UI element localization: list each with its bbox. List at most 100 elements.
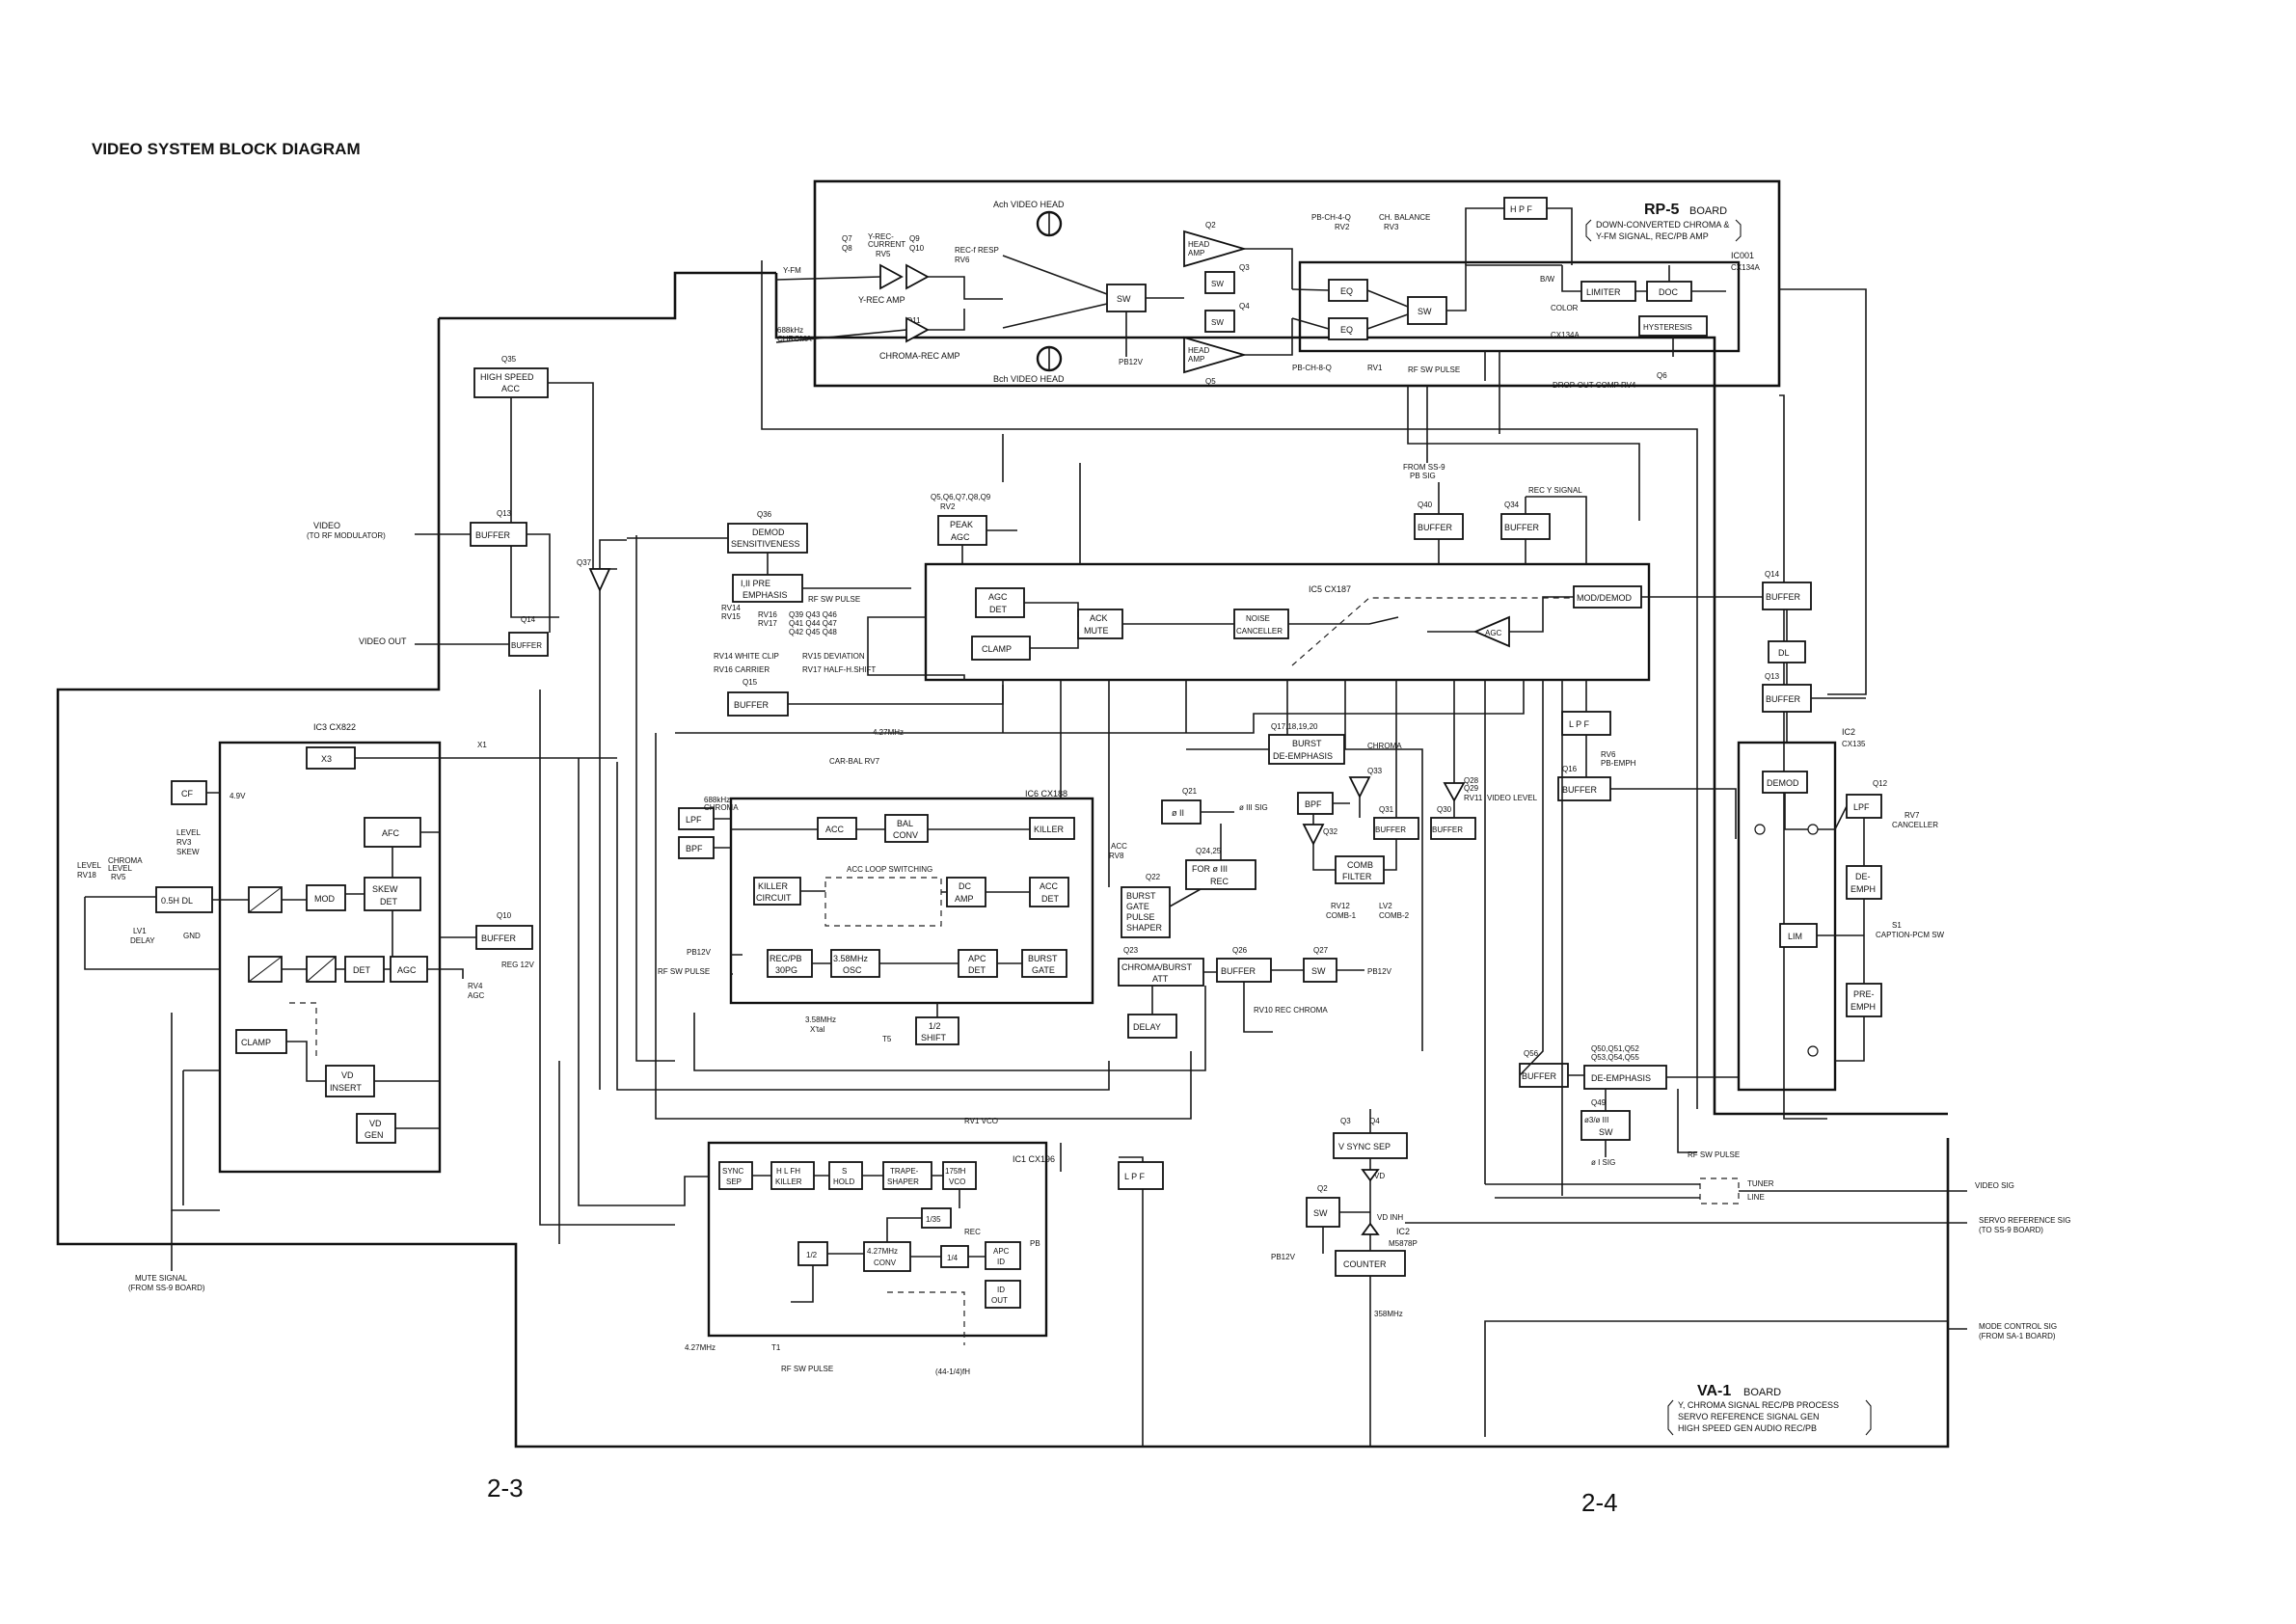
svg-text:OUT: OUT [991, 1296, 1008, 1305]
svg-text:CONV: CONV [874, 1259, 897, 1267]
svg-text:688kHz: 688kHz [704, 796, 730, 804]
buffer-q40 [1414, 513, 1464, 540]
svg-text:LPF: LPF [686, 815, 702, 825]
svg-text:RV6: RV6 [955, 256, 970, 264]
ic5-section: Q36 DEMOD SENSITIVENESS I,II PRE EMPHASI… [627, 463, 1651, 717]
svg-text:RV15: RV15 [721, 612, 741, 621]
svg-text:BURST: BURST [1028, 954, 1058, 963]
svg-text:PB: PB [1030, 1239, 1040, 1248]
output-section: Q35 HIGH SPEED ACC Q13 BUFFER VIDEO (TO … [307, 355, 627, 1090]
svg-text:3.58MHz: 3.58MHz [833, 954, 869, 963]
svg-text:OSC: OSC [843, 965, 862, 975]
svg-text:RV17: RV17 [758, 619, 777, 628]
sync-section: Q56 BUFFER Q50,Q51,Q52 Q53,Q54,Q55 DE-EM… [1271, 1044, 2070, 1447]
svg-text:RV3: RV3 [1384, 223, 1399, 231]
svg-text:ACC: ACC [825, 825, 845, 834]
svg-text:GATE: GATE [1126, 902, 1149, 911]
svg-text:RV7: RV7 [1904, 811, 1920, 820]
svg-text:CONV: CONV [893, 830, 918, 840]
svg-text:Y-FM: Y-FM [783, 266, 801, 275]
svg-text:AGC: AGC [988, 592, 1008, 602]
svg-text:KILLER: KILLER [775, 1177, 802, 1186]
svg-text:3.58MHz: 3.58MHz [805, 1015, 836, 1024]
svg-text:AGC: AGC [1485, 629, 1502, 637]
svg-text:GND: GND [183, 932, 201, 940]
burst-section: Q17,18,19,20 BURST DE-EMPHASIS CHROMA Q2… [1118, 680, 1538, 1051]
svg-text:X3: X3 [321, 754, 332, 764]
svg-text:COMB-2: COMB-2 [1379, 911, 1410, 920]
ic1-vco [942, 1161, 977, 1190]
svg-text:BUFFER: BUFFER [1766, 694, 1801, 704]
rp5-board: RP-5 BOARD DOWN-CONVERTED CHROMA & Y-FM … [775, 197, 1760, 434]
svg-text:CLAMP: CLAMP [982, 644, 1012, 654]
svg-text:RF SW PULSE: RF SW PULSE [1408, 365, 1460, 374]
svg-text:1/2: 1/2 [806, 1251, 818, 1259]
svg-text:MODE CONTROL SIG: MODE CONTROL SIG [1979, 1322, 2057, 1331]
svg-text:INSERT: INSERT [330, 1083, 362, 1093]
svg-text:PB SIG: PB SIG [1410, 472, 1436, 480]
ic6-bal-conv [884, 814, 929, 843]
svg-text:PB-EMPH: PB-EMPH [1601, 759, 1636, 768]
svg-text:Q53,Q54,Q55: Q53,Q54,Q55 [1591, 1053, 1639, 1062]
ic3-section: IC3 CX822 X3 X1 CF 4.9V AFC MOD SKEW DET… [77, 722, 617, 1292]
svg-text:PEAK: PEAK [950, 520, 973, 529]
svg-text:CH. BALANCE: CH. BALANCE [1379, 213, 1430, 222]
svg-text:Q26: Q26 [1232, 946, 1248, 955]
page-title: VIDEO SYSTEM BLOCK DIAGRAM [92, 140, 361, 158]
svg-text:Q37: Q37 [577, 558, 592, 567]
svg-text:CHROMA: CHROMA [108, 856, 143, 865]
svg-text:RV6: RV6 [1601, 750, 1616, 759]
svg-text:ACC: ACC [1040, 881, 1059, 891]
svg-text:PULSE: PULSE [1126, 912, 1155, 922]
svg-text:REC: REC [964, 1228, 981, 1236]
svg-text:KILLER: KILLER [758, 881, 789, 891]
svg-text:SHAPER: SHAPER [1126, 923, 1163, 933]
svg-text:688kHz: 688kHz [777, 326, 803, 335]
yrec-amp-1 [879, 263, 904, 290]
svg-text:BAL: BAL [897, 819, 913, 828]
diode-2 [1361, 1222, 1380, 1235]
svg-text:DE-EMPHASIS: DE-EMPHASIS [1273, 751, 1333, 761]
svg-text:COMB-1: COMB-1 [1326, 911, 1357, 920]
svg-text:FOR ø III: FOR ø III [1192, 864, 1228, 874]
svg-text:CAR-BAL RV7: CAR-BAL RV7 [829, 757, 880, 766]
svg-text:DELAY: DELAY [1133, 1022, 1161, 1032]
svg-text:MOD/DEMOD: MOD/DEMOD [1577, 593, 1632, 603]
svg-text:Q41 Q44 Q47: Q41 Q44 Q47 [789, 619, 837, 628]
ic6-outline [729, 797, 1094, 1005]
svg-text:ACK: ACK [1090, 613, 1108, 623]
va1-board-label: VA-1 BOARD Y, CHROMA SIGNAL REC/PB PROCE… [1667, 1383, 1872, 1436]
svg-text:BUFFER: BUFFER [1766, 592, 1801, 602]
interconnect-wires [539, 386, 1640, 1244]
svg-text:DE-: DE- [1855, 872, 1871, 881]
svg-text:B/W: B/W [1540, 275, 1555, 284]
svg-text:RV2: RV2 [1335, 223, 1350, 231]
svg-text:Q39 Q43 Q46: Q39 Q43 Q46 [789, 610, 837, 619]
svg-text:HOLD: HOLD [833, 1177, 854, 1186]
svg-text:PB-CH-4-Q: PB-CH-4-Q [1311, 213, 1351, 222]
svg-text:VIDEO LEVEL: VIDEO LEVEL [1487, 794, 1538, 802]
ic6-apc-det [958, 949, 998, 978]
svg-text:BUFFER: BUFFER [481, 934, 517, 943]
svg-text:HEAD: HEAD [1188, 346, 1209, 355]
svg-text:VIDEO: VIDEO [313, 521, 340, 530]
ic2-label: IC2 [1842, 727, 1855, 737]
svg-text:SKEW: SKEW [176, 848, 200, 856]
svg-text:CHROMA: CHROMA [704, 803, 739, 812]
svg-text:SYNC: SYNC [722, 1167, 743, 1176]
svg-text:SW: SW [1211, 318, 1224, 327]
buffer-q10 [475, 925, 533, 950]
svg-text:Q5,Q6,Q7,Q8,Q9: Q5,Q6,Q7,Q8,Q9 [931, 493, 991, 501]
svg-text:Q15: Q15 [743, 678, 758, 687]
svg-text:SW: SW [1599, 1127, 1613, 1137]
buffer-q16 [1557, 776, 1611, 801]
svg-text:SW: SW [1313, 1208, 1328, 1218]
svg-text:Q49: Q49 [1591, 1098, 1607, 1107]
svg-text:Q4: Q4 [1369, 1117, 1380, 1125]
svg-text:RV18: RV18 [77, 871, 96, 880]
svg-text:RV8: RV8 [1109, 852, 1124, 860]
svg-text:Q9: Q9 [909, 234, 920, 243]
svg-text:CX135: CX135 [1842, 740, 1866, 748]
rp5-sw-q4 [1204, 310, 1235, 333]
